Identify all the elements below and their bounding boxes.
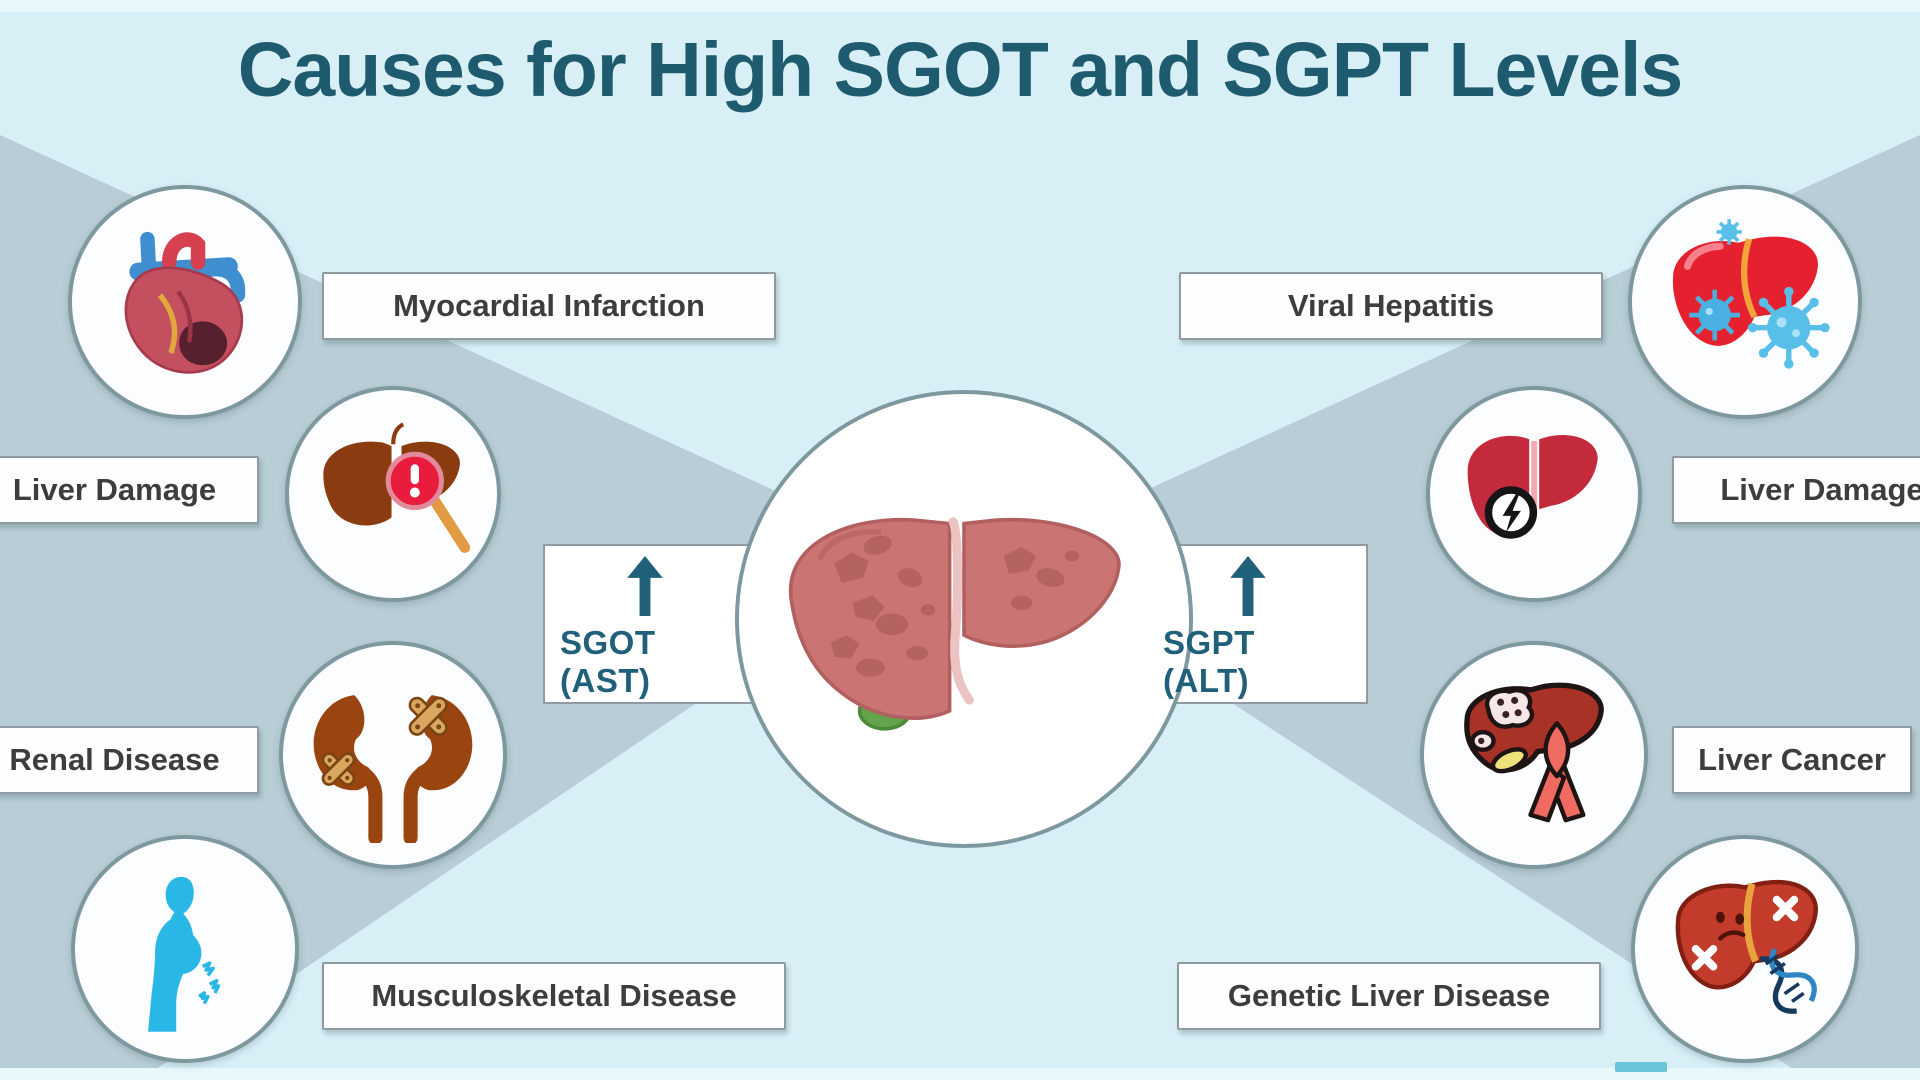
watermark-fragment: [1615, 1062, 1667, 1072]
label-liver-damage-right: Liver Damage: [1672, 456, 1920, 524]
cause-circle-liver-cancer: [1420, 641, 1648, 869]
up-arrow-icon: [627, 556, 663, 616]
label-text: Liver Damage: [12, 472, 217, 507]
label-text: Viral Hepatitis: [1287, 288, 1495, 323]
cause-circle-viral-hepatitis: [1628, 185, 1862, 419]
liver-icon: [788, 517, 1121, 731]
label-text: Genetic Liver Disease: [1227, 978, 1551, 1013]
label-text: Renal Disease: [9, 742, 220, 777]
bottom-edge-strip: [0, 1068, 1920, 1080]
sgot-marker: SGOT (AST): [560, 556, 730, 700]
page-title: Causes for High SGOT and SGPT Levels: [237, 27, 1683, 113]
liver-ribbon-icon: [1464, 682, 1604, 823]
label-liver-damage-left: Liver Damage: [0, 456, 259, 524]
label-musculoskeletal-disease: Musculoskeletal Disease: [322, 962, 786, 1030]
label-text: Myocardial Infarction: [393, 288, 705, 323]
liver-dna-icon: [1675, 880, 1818, 1014]
cause-circle-liver-damage-right: [1426, 386, 1642, 602]
cause-circle-genetic: [1631, 835, 1859, 1063]
cause-circle-renal: [279, 641, 507, 869]
cause-circle-liver-damage-left: [285, 386, 501, 602]
cause-circle-musculoskeletal: [71, 835, 299, 1063]
liver-shock-icon: [1467, 434, 1598, 539]
label-text: Musculoskeletal Disease: [371, 978, 737, 1013]
top-edge-strip: [0, 0, 1920, 12]
label-myocardial-infarction: Myocardial Infarction: [322, 272, 776, 340]
label-liver-cancer: Liver Cancer: [1672, 726, 1912, 794]
back-pain-person-icon: [148, 876, 221, 1032]
label-text: Liver Cancer: [1698, 742, 1886, 777]
liver-virus-icon: [1672, 218, 1830, 369]
sgot-label: SGOT (AST): [560, 624, 656, 699]
liver-magnifier-icon: [323, 422, 470, 553]
kidneys-icon: [313, 695, 473, 843]
label-renal-disease: Renal Disease: [0, 726, 259, 794]
central-liver-circle: [735, 390, 1193, 848]
label-viral-hepatitis: Viral Hepatitis: [1179, 272, 1603, 340]
label-genetic-liver-disease: Genetic Liver Disease: [1177, 962, 1601, 1030]
sgpt-marker: SGPT (ALT): [1163, 556, 1333, 700]
up-arrow-icon: [1230, 556, 1266, 616]
sgpt-label: SGPT (ALT): [1163, 624, 1255, 699]
cause-circle-myocardial: [68, 185, 302, 419]
label-text: Liver Damage: [1720, 472, 1920, 507]
heart-icon: [124, 231, 245, 374]
